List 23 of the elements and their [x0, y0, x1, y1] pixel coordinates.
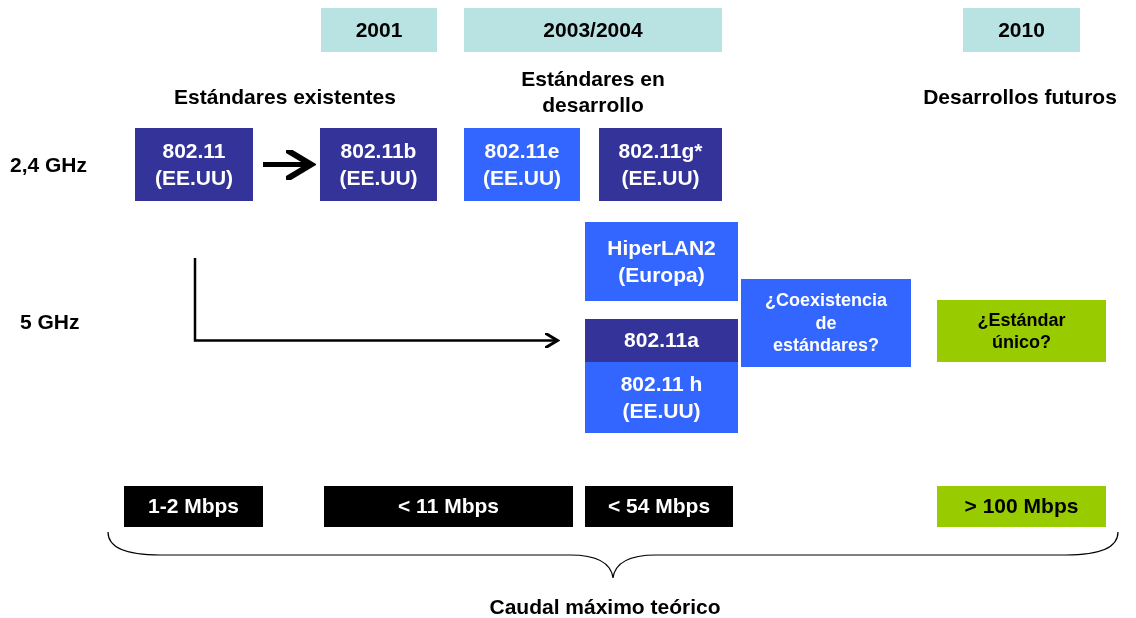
question-box: ¿Estándar único?	[937, 300, 1106, 362]
year-band: 2001	[321, 8, 437, 52]
question-box: ¿Coexistencia de estándares?	[741, 279, 911, 367]
standard-box: 802.11 h (EE.UU)	[585, 362, 738, 433]
standard-box: 802.11e (EE.UU)	[464, 128, 580, 201]
heading: Estándares en desarrollo	[520, 66, 666, 119]
axis-caption: Caudal máximo teórico	[488, 594, 722, 618]
year-band: 2010	[963, 8, 1080, 52]
heading: Estándares existentes	[173, 84, 397, 110]
speed-box: 1-2 Mbps	[124, 486, 263, 527]
standard-box: 802.11g* (EE.UU)	[599, 128, 722, 201]
standard-box: 802.11 (EE.UU)	[135, 128, 253, 201]
speed-box: < 54 Mbps	[585, 486, 733, 527]
arrow	[193, 258, 559, 350]
standard-box: 802.11b (EE.UU)	[320, 128, 437, 201]
standard-box: 802.11a	[585, 319, 738, 362]
frequency-label: 2,4 GHz	[10, 152, 89, 178]
speed-box: < 11 Mbps	[324, 486, 573, 527]
frequency-label: 5 GHz	[20, 309, 81, 335]
heading: Desarrollos futuros	[922, 84, 1118, 110]
year-band: 2003/2004	[464, 8, 722, 52]
speed-box: > 100 Mbps	[937, 486, 1106, 527]
standard-box: HiperLAN2 (Europa)	[585, 222, 738, 301]
